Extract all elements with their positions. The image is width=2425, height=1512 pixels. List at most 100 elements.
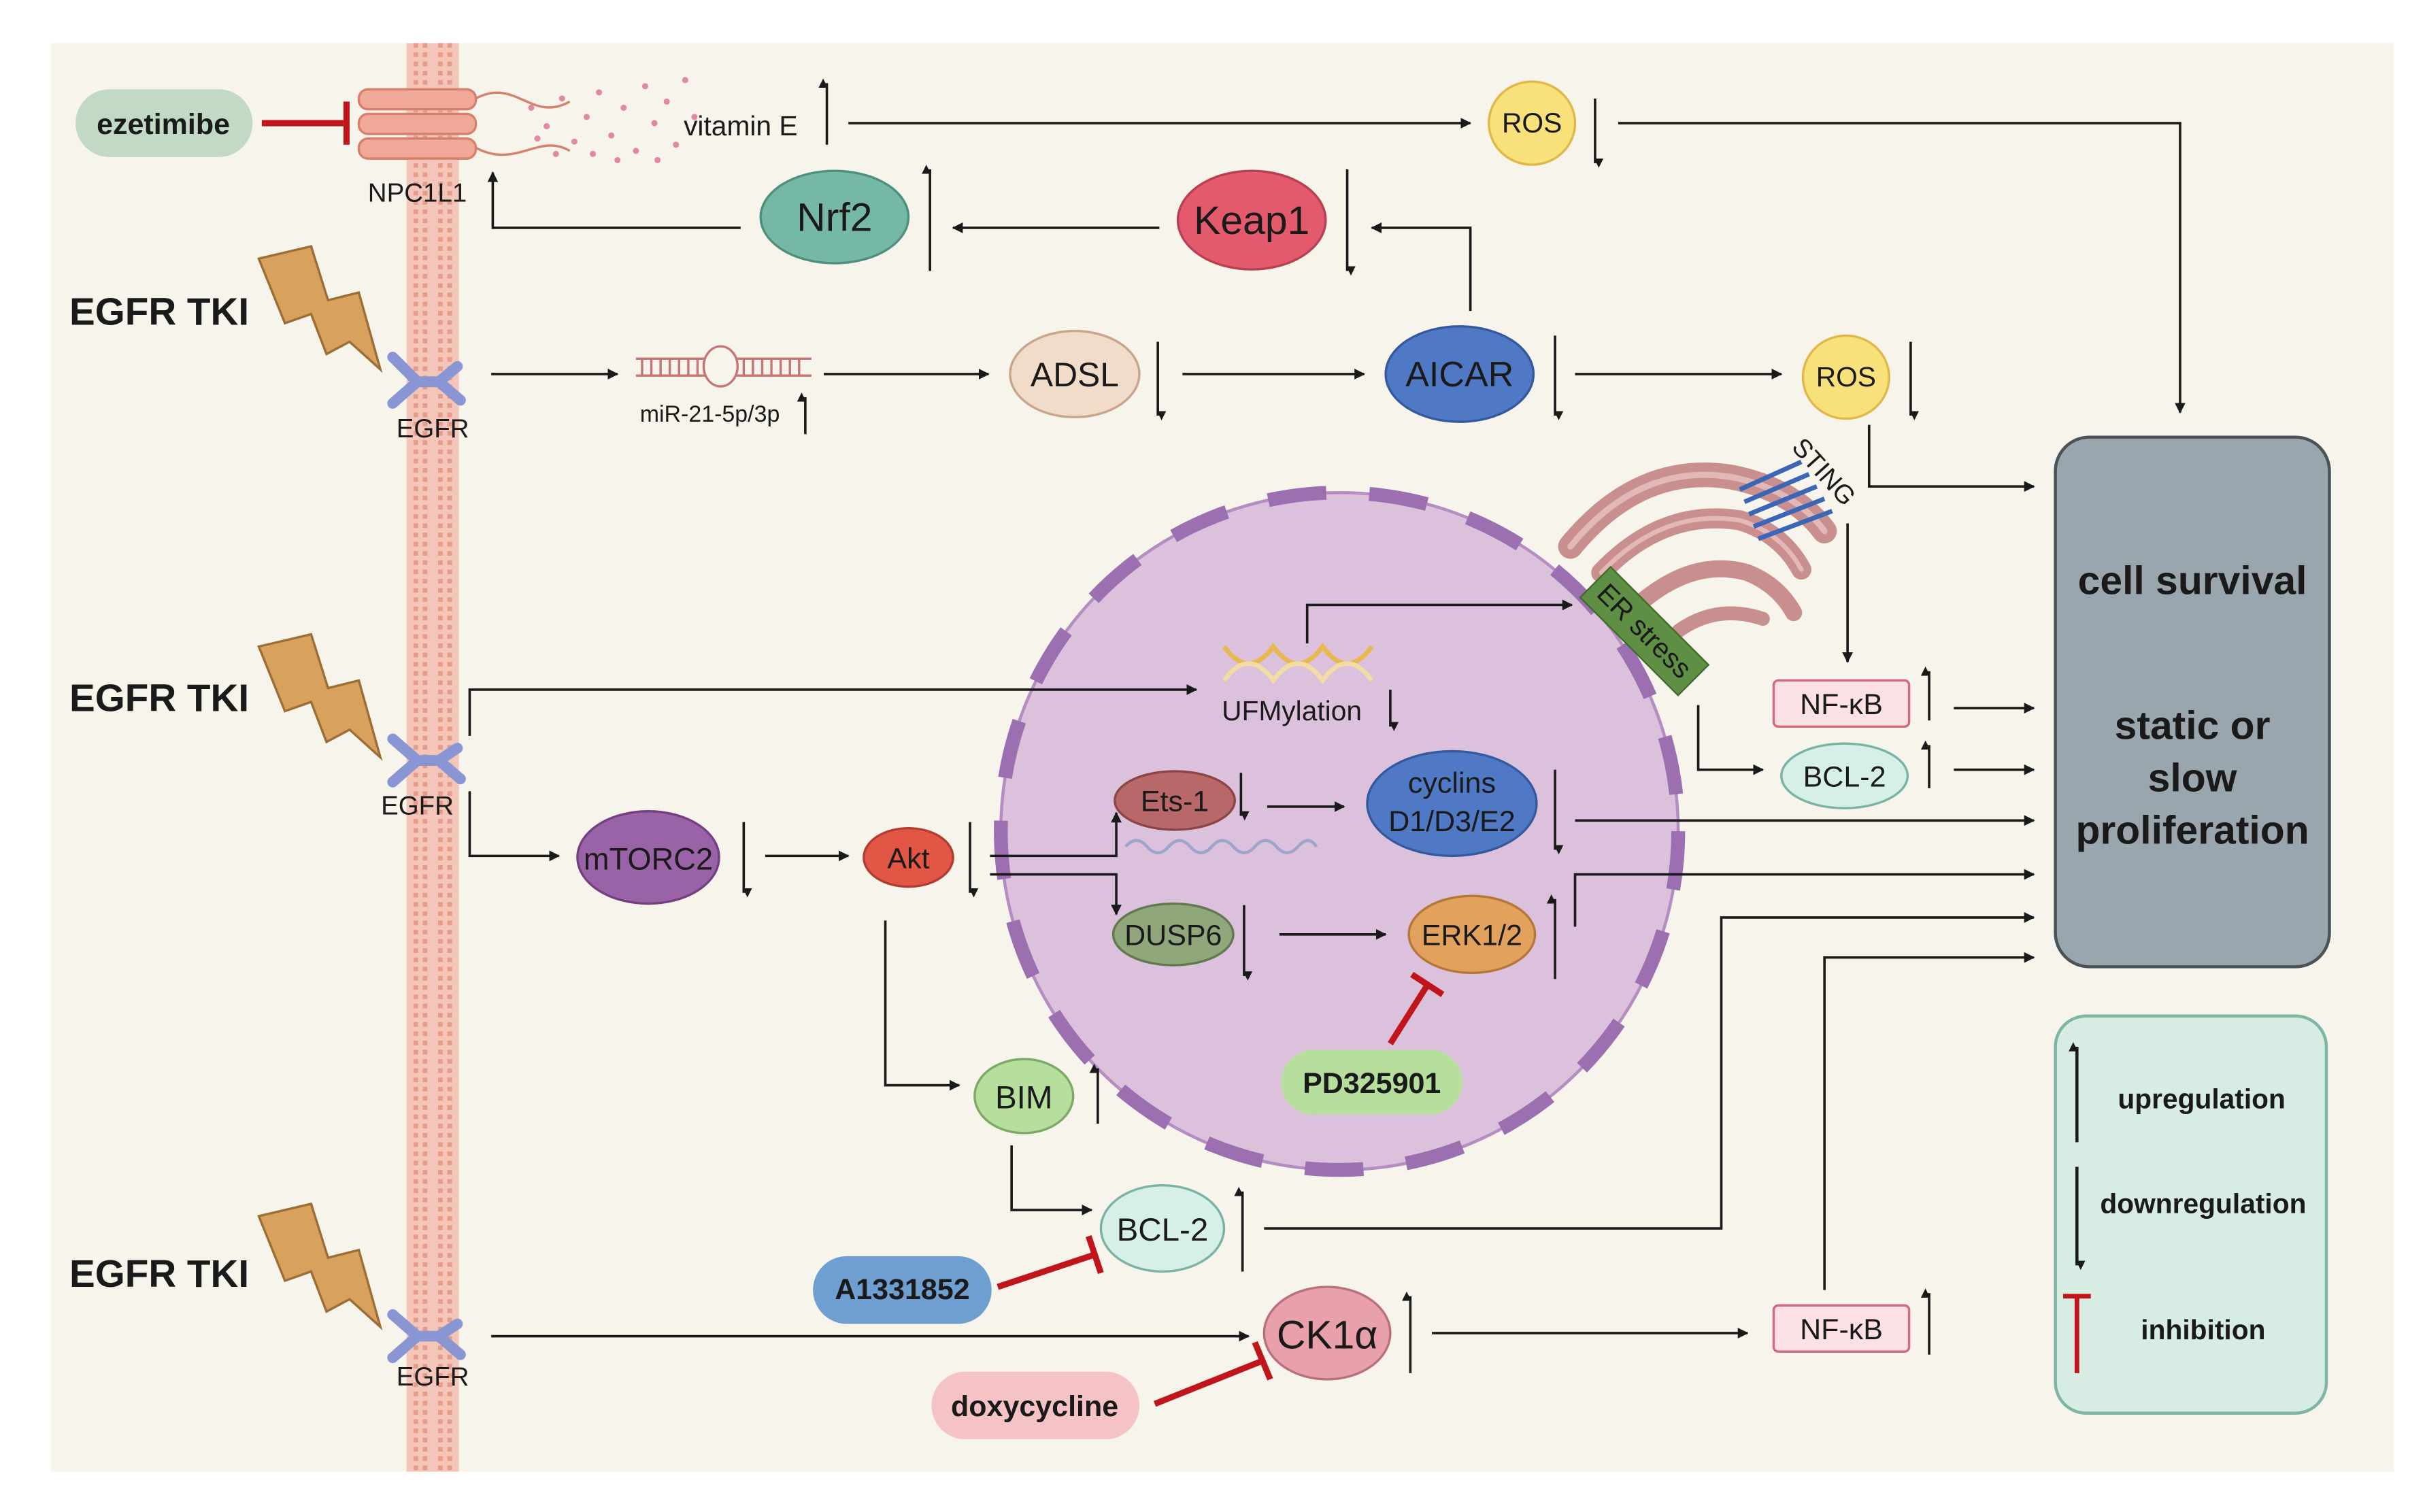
sting-receptor — [1739, 459, 1833, 541]
a1331852-label: A1331852 — [835, 1273, 969, 1306]
egfr-receptor-icon-1 — [387, 352, 466, 409]
bcl2-low-label: BCL-2 — [1117, 1212, 1209, 1248]
outcome-static-line2: slow — [2148, 756, 2237, 800]
aicar-node — [1384, 325, 1535, 423]
npc1l1-transporter — [357, 88, 571, 160]
egfr-label-3: EGFR — [397, 1362, 469, 1392]
lightning-bolt-icon-2 — [257, 633, 383, 761]
egfr-label-1: EGFR — [397, 414, 469, 443]
ets1-label: Ets-1 — [1141, 786, 1209, 818]
arrow-ros-top-to-outcome — [1618, 122, 2186, 414]
cyclins-node — [1366, 750, 1538, 858]
adsl-node — [1009, 329, 1141, 419]
nucleus — [994, 486, 1686, 1177]
doxycycline-label: doxycycline — [951, 1390, 1118, 1423]
doxycycline-pill — [931, 1371, 1139, 1440]
dna-helix-icon — [1222, 642, 1374, 685]
arrow-er-to-bcl2 — [1696, 705, 1765, 775]
arrow-erk-to-outcome — [1573, 869, 2035, 927]
pd325901-label: PD325901 — [1303, 1067, 1441, 1100]
arrow-akt-to-bim — [884, 920, 960, 1091]
erk-node — [1407, 894, 1537, 975]
endoplasmic-reticulum — [1558, 463, 1837, 639]
er-stress-tag — [1579, 565, 1710, 696]
a1331852-pill — [813, 1256, 992, 1324]
outcome-survival-label: cell survival — [2078, 559, 2307, 603]
dusp6-node — [1111, 902, 1235, 967]
lightning-bolt-icon-1 — [257, 245, 383, 373]
ezetimibe-pill — [76, 89, 253, 157]
egfr-label-2: EGFR — [381, 791, 454, 820]
mirna-hairpin-icon — [635, 345, 812, 388]
ezetimibe-label: ezetimibe — [97, 108, 230, 141]
npc1l1-label: NPC1L1 — [368, 178, 467, 207]
pd325901-pill — [1281, 1049, 1463, 1115]
arrow-akt-to-dusp6 — [990, 873, 1122, 915]
egfr-tki-label-2: EGFR TKI — [69, 677, 249, 720]
lightning-bolt-icon-3 — [257, 1202, 383, 1331]
bcl2-mid-node — [1780, 742, 1909, 809]
vitamin-e-label: vitamin E — [684, 110, 797, 141]
ros-mid-label: ROS — [1816, 361, 1876, 392]
nfkb-mid-label: NF-κB — [1800, 688, 1883, 721]
mtorc2-label: mTORC2 — [584, 842, 713, 877]
erk-label: ERK1/2 — [1422, 920, 1522, 952]
dusp6-label: DUSP6 — [1124, 920, 1222, 952]
bim-label: BIM — [995, 1080, 1052, 1116]
arrow-egfr2-to-mtorc2 — [468, 791, 561, 862]
vitamin-e-particles — [528, 77, 698, 163]
bcl2-mid-label: BCL-2 — [1803, 761, 1886, 794]
egfr-receptor-icon-2 — [387, 733, 466, 788]
nrf2-label: Nrf2 — [797, 195, 872, 239]
arrow-akt-to-ets1 — [990, 811, 1122, 858]
mirna-label: miR-21-5p/3p — [640, 401, 780, 427]
outcome-static-line1: static or — [2115, 703, 2271, 747]
arrow-ros-mid-to-outcome — [1867, 424, 2035, 492]
bcl2-low-node — [1099, 1184, 1226, 1273]
nrf2-node — [759, 169, 910, 265]
dna-strand-icon — [1124, 839, 1318, 855]
egfr-receptor-icon-3 — [387, 1309, 466, 1364]
ros-mid-node — [1801, 334, 1890, 420]
arrow-nfkb-low-to-outcome — [1823, 952, 2035, 1290]
pathway-connectors — [468, 118, 2186, 1342]
ros-top-node — [1488, 80, 1577, 166]
mtorc2-node — [576, 810, 720, 905]
legend-inhibition-label: inhibition — [2141, 1314, 2265, 1345]
adsl-label: ADSL — [1031, 356, 1119, 394]
pd325901-inhibition — [1388, 971, 1445, 1045]
nfkb-low-label: NF-κB — [1800, 1313, 1883, 1346]
ufmylation-label: UFMylation — [1222, 695, 1362, 726]
ezetimibe-inhibition — [261, 101, 350, 145]
legend-down-label: downregulation — [2100, 1188, 2306, 1219]
doxycycline-inhibition — [1153, 1341, 1273, 1407]
arrow-ufmylation-to-er — [1305, 599, 1573, 644]
outcome-static-line3: proliferation — [2075, 808, 2309, 852]
ck1a-label: CK1α — [1277, 1313, 1377, 1358]
akt-label: Akt — [887, 842, 929, 875]
nfkb-mid-node — [1772, 679, 1911, 728]
arrow-nrf2-to-npc1l1 — [487, 171, 741, 229]
cyclins-label-line2: D1/D3/E2 — [1388, 805, 1515, 838]
keap1-node — [1176, 169, 1327, 271]
legend-inhibition-icon — [2062, 1294, 2091, 1373]
outcome-box — [2054, 435, 2331, 969]
nfkb-low-node — [1772, 1304, 1911, 1353]
egfr-tki-label-3: EGFR TKI — [69, 1252, 249, 1295]
aicar-label: AICAR — [1405, 355, 1513, 394]
arrow-bim-to-bcl2 — [1010, 1145, 1093, 1215]
akt-node — [863, 826, 954, 888]
ros-top-label: ROS — [1502, 107, 1562, 139]
legend-up-label: upregulation — [2118, 1083, 2286, 1115]
keap1-label: Keap1 — [1194, 199, 1309, 243]
a1331852-inhibition — [997, 1234, 1104, 1290]
legend-box — [2054, 1014, 2328, 1415]
arrow-egfr2-to-ufmylation — [468, 684, 1198, 736]
egfr-tki-label-1: EGFR TKI — [69, 290, 249, 333]
arrow-bcl2-to-outcome — [1264, 911, 2035, 1230]
regulation-indicators — [742, 78, 1930, 1373]
cyclins-label-line1: cyclins — [1408, 767, 1496, 800]
arrow-aicar-to-keap1 — [1371, 222, 1472, 312]
